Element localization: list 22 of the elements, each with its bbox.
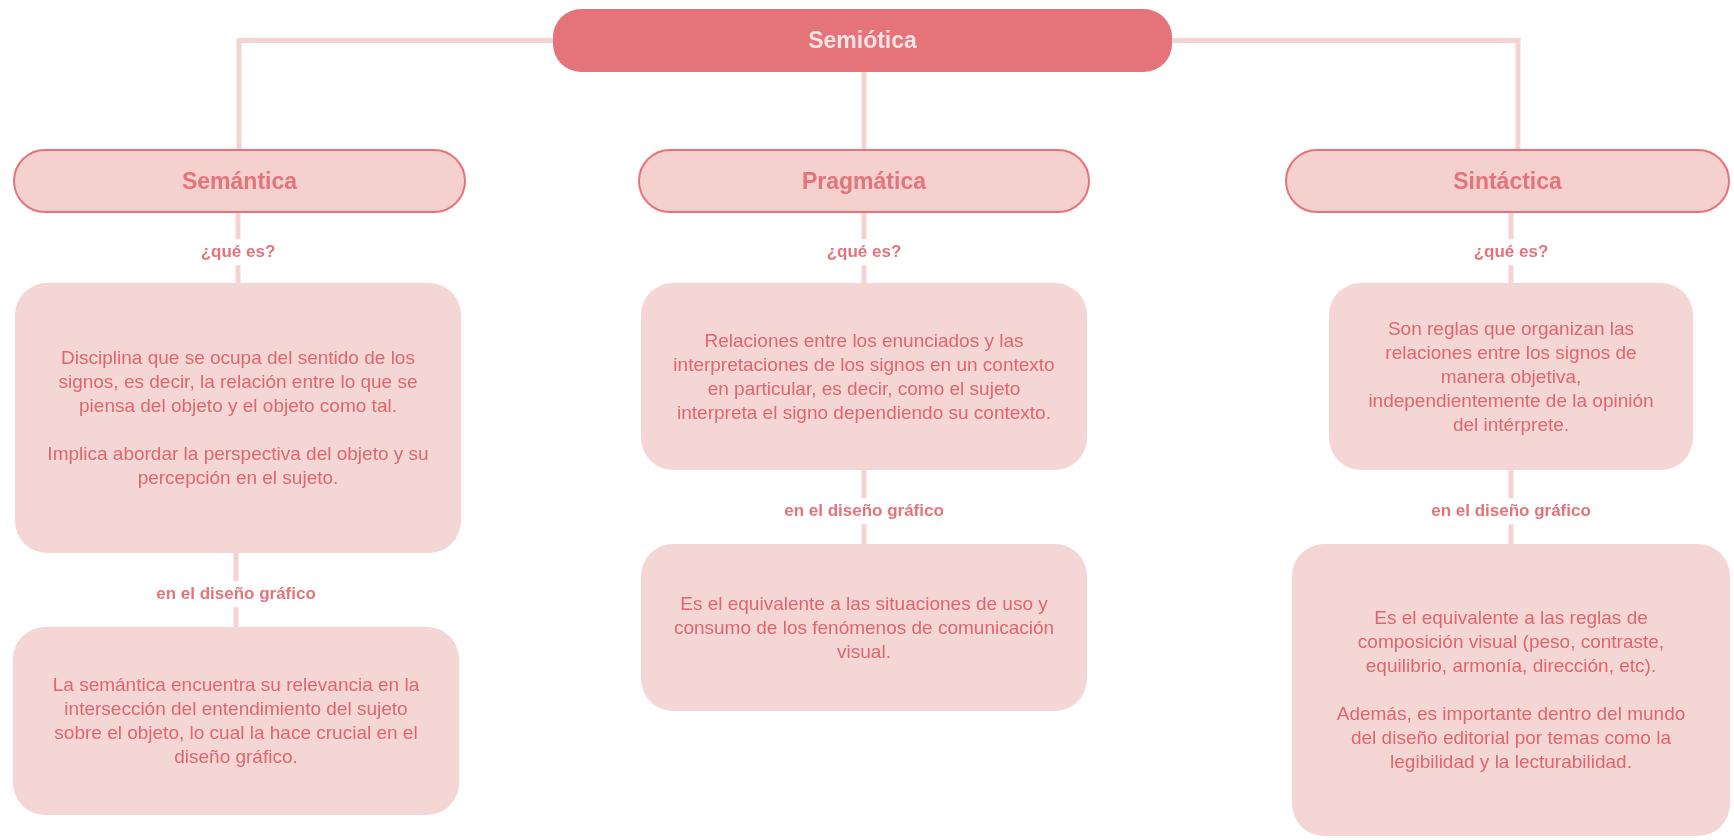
description-text: Son reglas que organizan las relaciones entre los signos de manera objetiva, independientemente de la opinión del intérprete. xyxy=(1367,316,1655,437)
connector-line xyxy=(236,38,553,149)
description-text: Disciplina que se ocupa del sentido de los signos, es decir, la relación entre lo que se piensa del objeto y el objeto como tal. xyxy=(57,346,419,418)
heading-text: Semántica xyxy=(181,166,298,196)
title-box xyxy=(553,9,1172,72)
heading-text: Semiótica xyxy=(808,26,917,56)
description-text: Implica abordar la perspectiva del objeto y su percepción en el sujeto. xyxy=(47,442,429,490)
description-text: Es el equivalente a las situaciones de uso y consumo de los fenómenos de comunicación visual. xyxy=(673,591,1055,664)
description-box xyxy=(641,544,1087,711)
description-text: Es el equivalente a las reglas de composición visual (peso, contraste, equilibrio, armonía, dirección, etc). xyxy=(1356,606,1666,678)
description-box xyxy=(1292,544,1730,836)
description-box xyxy=(1329,283,1693,470)
connector-line xyxy=(861,72,867,149)
heading-text: Pragmática xyxy=(802,166,926,196)
description-text: Relaciones entre los enunciados y las interpretaciones de los signos en un contexto en particular, es decir, como el sujeto interpreta el signo dependiendo su contexto. xyxy=(673,328,1055,425)
description-box xyxy=(641,283,1087,470)
description-text: La semántica encuentra su relevancia en la intersección del entendimiento del sujeto sobre el objeto, lo cual la hace crucial en el diseño gráfico. xyxy=(51,673,421,769)
description-text: Además, es importante dentro del mundo del diseño editorial por temas como la legibilidad y la lecturabilidad. xyxy=(1335,702,1687,774)
connector-line xyxy=(1172,38,1521,149)
heading-text: Sintáctica xyxy=(1453,166,1562,196)
description-box xyxy=(15,283,461,553)
description-box xyxy=(13,627,459,815)
